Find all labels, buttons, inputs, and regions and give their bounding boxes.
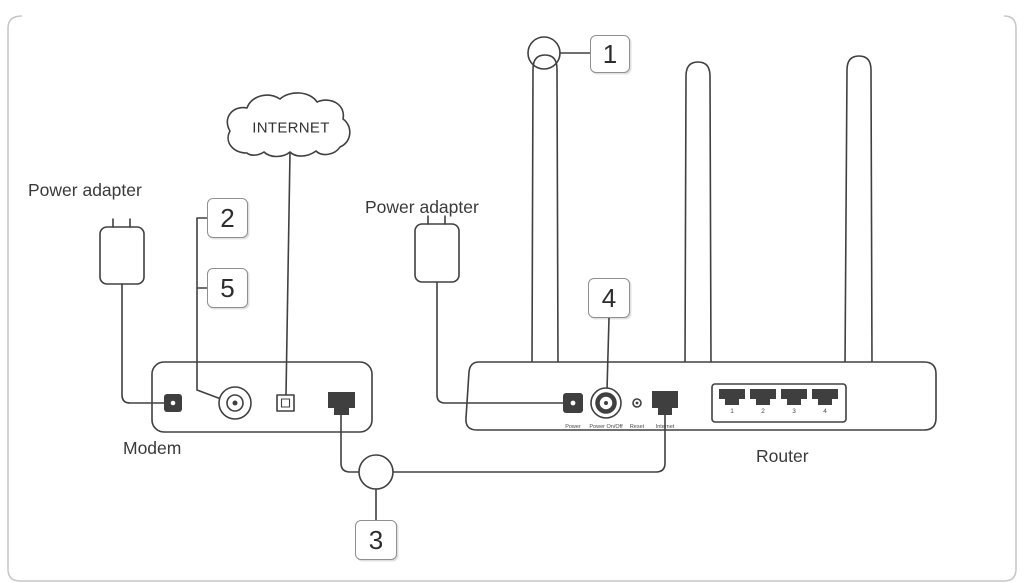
modem-lan-port xyxy=(328,392,355,415)
page-border xyxy=(7,15,1017,582)
router-power-onoff-label: Power On/Off xyxy=(589,424,623,430)
internet-cloud xyxy=(226,92,351,158)
router-reset-label: Reset xyxy=(629,424,645,430)
ethernet-cable xyxy=(340,412,666,473)
internet-line xyxy=(285,152,291,396)
step-marker-5: 5 xyxy=(207,268,248,308)
router-internet-port-label: Internet xyxy=(655,424,675,430)
modem-label: Modem xyxy=(123,438,182,458)
power-adapter-left-shape xyxy=(99,218,167,404)
modem-power-pin xyxy=(170,400,176,406)
modem-body xyxy=(151,361,373,433)
lan-port-number-2: 2 xyxy=(761,408,765,415)
step-marker-4: 4 xyxy=(588,278,630,318)
power-adapter-left-label: Power adapter xyxy=(28,180,142,200)
router-power-pin xyxy=(570,400,576,406)
router-antenna-3 xyxy=(844,55,873,367)
step4-leader xyxy=(606,317,610,391)
router-power-port-label: Power xyxy=(565,424,581,430)
power-adapter-right-shape xyxy=(414,215,567,404)
router-label: Router xyxy=(756,446,809,466)
internet-label: INTERNET xyxy=(252,119,330,137)
lan-port-number-3: 3 xyxy=(792,408,796,415)
step3-circle xyxy=(358,454,394,490)
step-marker-1: 1 xyxy=(590,35,630,73)
step-marker-2: 2 xyxy=(207,198,248,238)
lan-port-number-1: 1 xyxy=(730,408,734,415)
power-adapter-right-label: Power adapter xyxy=(365,197,479,217)
modem-dsl-port xyxy=(276,394,295,412)
step25-leader xyxy=(196,217,222,400)
step-marker-3: 3 xyxy=(355,520,397,560)
router-internet-port xyxy=(652,391,678,415)
router-antenna-1 xyxy=(531,54,559,367)
router-reset-button xyxy=(632,398,642,408)
router-lan-ports xyxy=(719,389,838,405)
router-antenna-2 xyxy=(684,61,712,367)
power-cable-router xyxy=(436,281,567,404)
power-cable-modem xyxy=(121,283,167,404)
lan-port-number-4: 4 xyxy=(823,408,827,415)
router-body xyxy=(465,361,937,431)
